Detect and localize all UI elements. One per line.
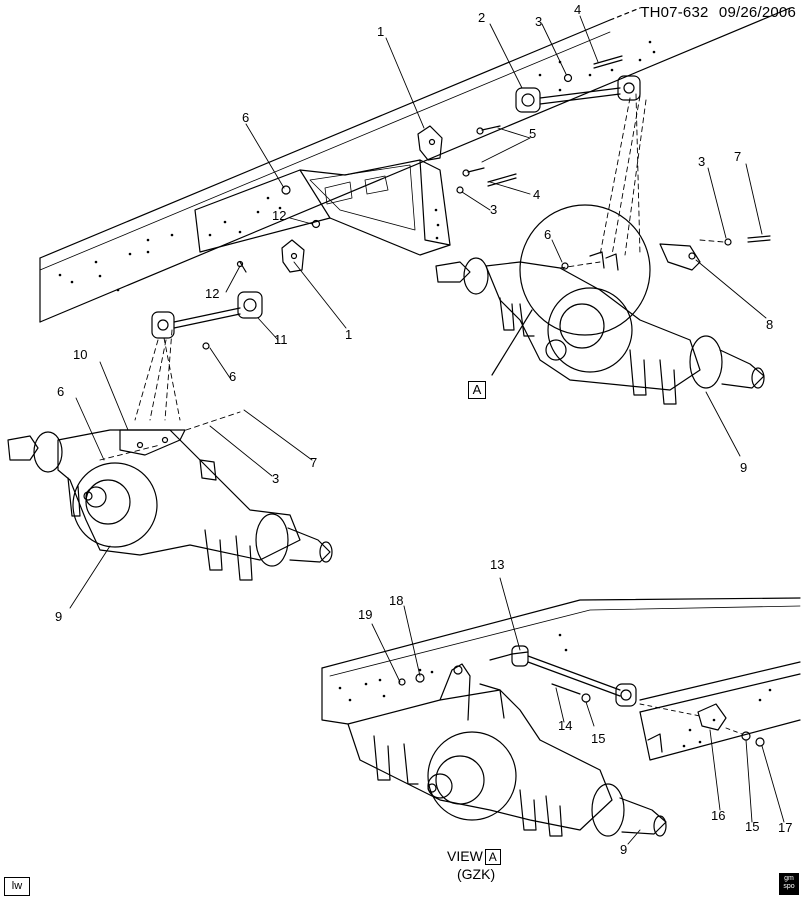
drawing-date: 09/26/2006 (718, 4, 796, 21)
left-rear-axle (7, 429, 333, 581)
alignment-dashes (99, 93, 725, 461)
torque-rod-upper (515, 75, 641, 113)
callout-6: 6 (229, 369, 237, 384)
torque-rod-lower (151, 291, 263, 350)
callout-7: 7 (734, 149, 742, 164)
crossmember (194, 159, 451, 256)
gm-spo-logo: gm spo (779, 873, 799, 895)
callout-7: 7 (310, 455, 318, 470)
callout-10: 10 (73, 347, 88, 362)
callout-15: 15 (745, 819, 760, 834)
callout-1: 1 (377, 24, 385, 39)
view-a-torque-rod (398, 645, 765, 747)
callout-2: 2 (478, 10, 486, 25)
callout-6: 6 (242, 110, 250, 125)
callout-17: 17 (778, 820, 793, 835)
view-a-axle (347, 663, 667, 837)
right-rear-axle (435, 235, 771, 405)
callout-11: 11 (274, 332, 288, 347)
callout-19: 19 (358, 607, 373, 622)
callout-9: 9 (620, 842, 628, 857)
view-label-letter: A (484, 849, 501, 866)
callout-3: 3 (272, 471, 280, 486)
option-code: (GZK) (457, 866, 496, 882)
callout-4: 4 (574, 2, 582, 17)
callout-16: 16 (711, 808, 726, 823)
drawing-header: TH07-632 09/26/2006 (634, 4, 796, 21)
callout-15: 15 (591, 731, 606, 746)
callout-4: 4 (533, 187, 541, 202)
callout-12: 12 (272, 208, 287, 223)
lower-frame-rail (321, 597, 801, 761)
callout-3: 3 (698, 154, 706, 169)
callout-3: 3 (490, 202, 498, 217)
callout-1: 1 (345, 327, 353, 342)
callout-14: 14 (558, 718, 573, 733)
upper-frame-rail (39, 7, 791, 323)
callout-12: 12 (205, 286, 220, 301)
leader-lines (69, 15, 785, 845)
callout-6: 6 (544, 227, 552, 242)
upper-bracket-left (281, 239, 305, 273)
callout-9: 9 (55, 609, 63, 624)
view-reference-box: A (468, 381, 486, 399)
callout-18: 18 (389, 593, 404, 608)
callout-5: 5 (529, 126, 537, 141)
drawing-code: TH07-632 (640, 4, 709, 21)
callout-9: 9 (740, 460, 748, 475)
callout-3: 3 (535, 14, 543, 29)
callout-6: 6 (57, 384, 65, 399)
callout-13: 13 (490, 557, 505, 572)
callout-8: 8 (766, 317, 774, 332)
view-label-text: VIEW (447, 848, 483, 864)
corner-badge: lw (4, 877, 30, 896)
fasteners-upper (236, 55, 623, 273)
detail-circle (491, 204, 651, 376)
upper-bracket-right (417, 125, 443, 161)
